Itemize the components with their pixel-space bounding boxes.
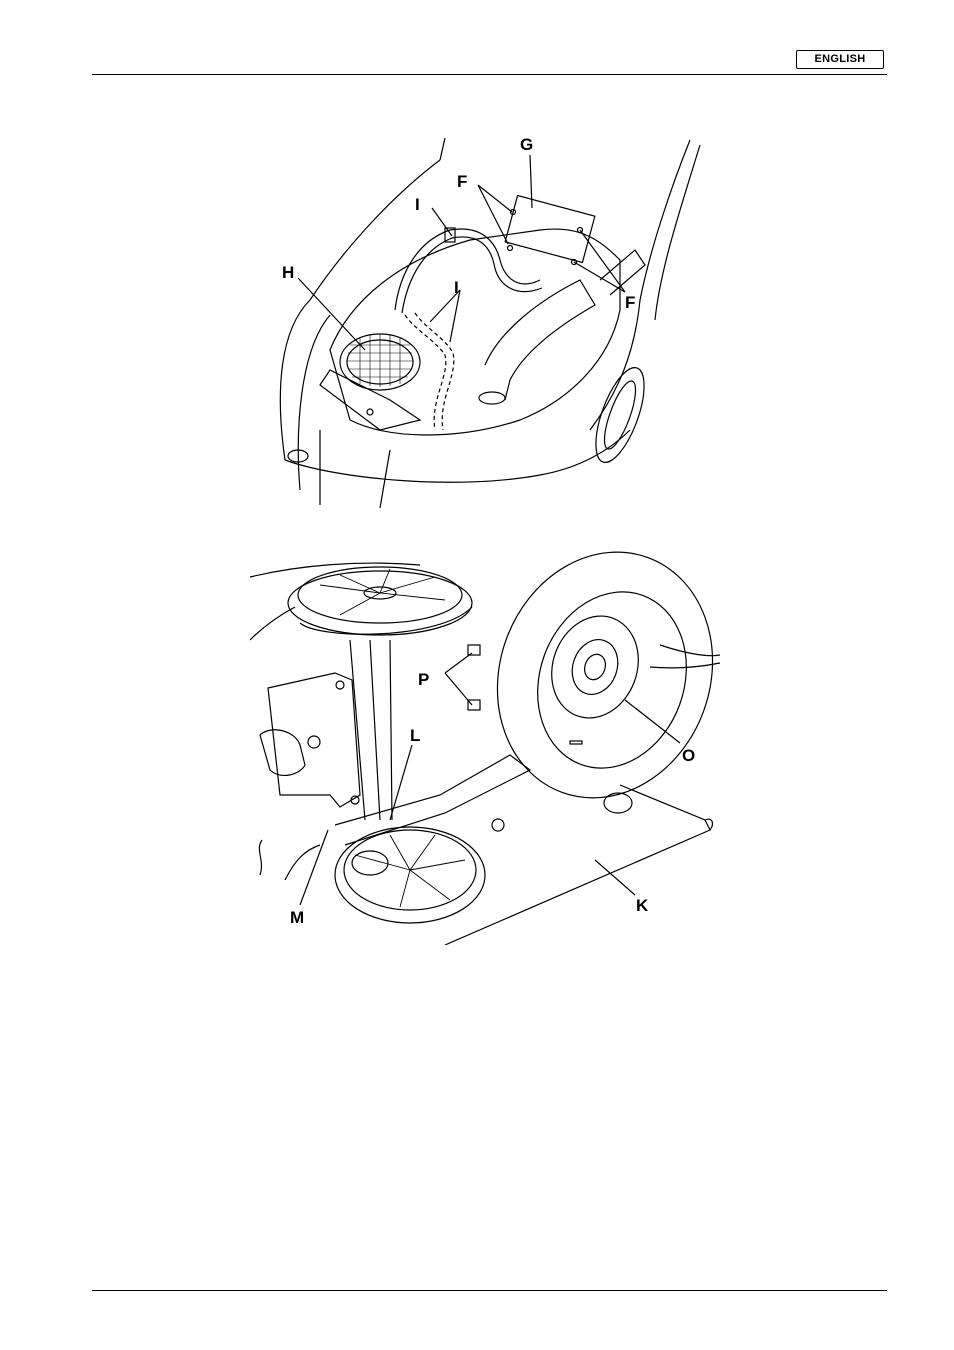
callout-g: G — [520, 135, 533, 154]
callout-h: H — [282, 263, 294, 282]
callout-f-left: F — [457, 172, 467, 191]
header-rule — [92, 74, 887, 75]
callout-k: K — [636, 896, 649, 915]
callout-m: M — [290, 908, 304, 927]
language-badge: ENGLISH — [796, 50, 884, 69]
figure-bottom-illustration: P L O K M — [240, 545, 740, 945]
callout-f-right: F — [625, 293, 635, 312]
footer-rule — [92, 1290, 887, 1291]
callout-o: O — [682, 746, 695, 765]
callout-p: P — [418, 670, 429, 689]
figure-top-illustration: G F F I I H — [240, 130, 740, 510]
callout-l: L — [410, 726, 420, 745]
callout-i-mid: I — [454, 278, 459, 297]
callout-i-top: I — [415, 195, 420, 214]
machine-underside-outline — [250, 545, 740, 945]
machine-body-outline — [280, 138, 700, 508]
